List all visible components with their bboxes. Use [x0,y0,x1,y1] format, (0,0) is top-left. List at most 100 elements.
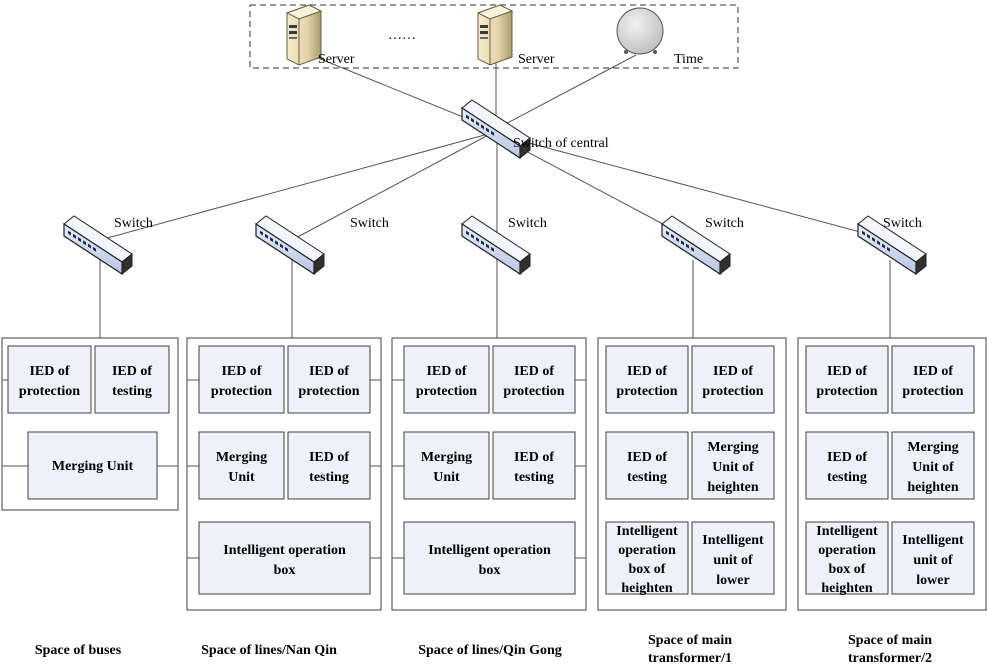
ied-box [198,345,285,414]
intelligent-operation-box [198,521,371,595]
intelligent-unit-box [691,521,775,595]
intelligent-operation-label: box [274,563,296,578]
trunk-wires [99,132,891,338]
server-1-link [317,57,491,129]
ied-label: protection [19,384,80,399]
bay-main-transformer-1: IED of protection IED of protection IED … [597,337,787,611]
intelligent-operation-label: Intelligent operation [428,543,551,558]
ied-label: testing [627,470,667,485]
ied-label: IED of [112,364,152,379]
merging-unit-box [27,431,158,500]
ied-label: protection [902,384,963,399]
bay-switch-label: Switch [705,216,744,231]
bay-switch-label: Switch [114,216,153,231]
intelligent-operation-label: box of [629,562,666,577]
intelligent-operation-label: operation [618,543,676,558]
intelligent-unit-label: Intelligent [902,533,964,548]
bay-switch-label: Switch [350,216,389,231]
central-switch-label: Switch of central [513,136,609,151]
ied-label: protection [298,384,359,399]
merging-unit-label: Unit of [912,460,954,475]
intelligent-operation-label: Intelligent [616,524,678,539]
merging-unit-label: Merging [421,450,472,465]
intelligent-operation-box [403,521,576,595]
intelligent-unit-label: lower [716,573,749,588]
ied-box [605,431,689,500]
bay-main-transformer-2: IED of protection IED of protection IED … [797,337,987,611]
intelligent-unit-label: unit of [913,553,953,568]
ied-box [403,345,490,414]
ied-box [492,431,576,500]
ied-label: IED of [827,450,867,465]
intelligent-operation-label: box [479,563,501,578]
ied-label: IED of [29,364,69,379]
bay-switch-label: Switch [883,216,922,231]
ied-box [287,431,371,500]
server-icon [286,4,322,66]
ied-label: protection [211,384,272,399]
merging-unit-label: Unit of [712,460,754,475]
merging-unit-label: Merging [216,450,267,465]
bay-switch-label: Switch [508,216,547,231]
intelligent-unit-label: Intelligent [702,533,764,548]
merging-unit-label: heighten [707,480,759,495]
ied-box [287,345,371,414]
space-label: Space of main [848,633,932,648]
merging-unit-box [198,431,285,500]
intelligent-unit-box [891,521,975,595]
merging-unit-label: Unit [433,470,460,485]
ied-box [891,345,975,414]
server-label: Server [518,52,555,67]
ied-box [605,345,689,414]
ied-box [492,345,576,414]
ied-label: protection [503,384,564,399]
intelligent-operation-box [805,521,889,595]
intelligent-unit-label: lower [916,573,949,588]
space-label: transformer/1 [648,651,732,665]
ied-box [805,431,889,500]
ied-label: testing [827,470,867,485]
ied-label: protection [702,384,763,399]
ied-label: IED of [426,364,466,379]
merging-unit-box [691,431,775,500]
ied-label: IED of [627,450,667,465]
intelligent-operation-label: Intelligent [816,524,878,539]
merging-unit-label: Merging Unit [52,459,134,474]
ied-label: IED of [827,364,867,379]
ied-box [691,345,775,414]
clock-icon [616,7,664,55]
bay-buses: IED of protection IED of testing Merging… [1,337,179,511]
server-label: Server [318,52,355,67]
ied-label: protection [416,384,477,399]
time-label: Time [674,52,703,67]
merging-unit-label: Unit [228,470,255,485]
ied-label: protection [616,384,677,399]
ied-label: IED of [514,450,554,465]
merging-unit-label: Merging [707,440,758,455]
intelligent-operation-label: box of [829,562,866,577]
intelligent-unit-label: unit of [713,553,753,568]
bay-lines-qingong: IED of protection IED of protection Merg… [391,337,587,611]
space-label: Space of lines/Nan Qin [201,643,337,658]
ied-box [94,345,170,414]
intelligent-operation-label: Intelligent operation [223,543,346,558]
space-label: Space of lines/Qin Gong [418,643,562,658]
space-label: Space of buses [35,643,122,658]
bay-switch-icon [255,215,325,275]
ied-box [805,345,889,414]
merging-unit-label: heighten [907,480,959,495]
bay-lines-nanqin: IED of protection IED of protection Merg… [186,337,382,611]
merging-unit-label: Merging [907,440,958,455]
ied-label: testing [309,470,349,485]
ellipsis: …… [388,28,416,43]
ied-label: protection [816,384,877,399]
intelligent-operation-label: heighten [821,581,873,596]
intelligent-operation-label: heighten [621,581,673,596]
ied-label: testing [112,384,152,399]
merging-unit-box [891,431,975,500]
intelligent-operation-box [605,521,689,595]
ied-label: IED of [713,364,753,379]
ied-label: IED of [514,364,554,379]
ied-box [7,345,92,414]
